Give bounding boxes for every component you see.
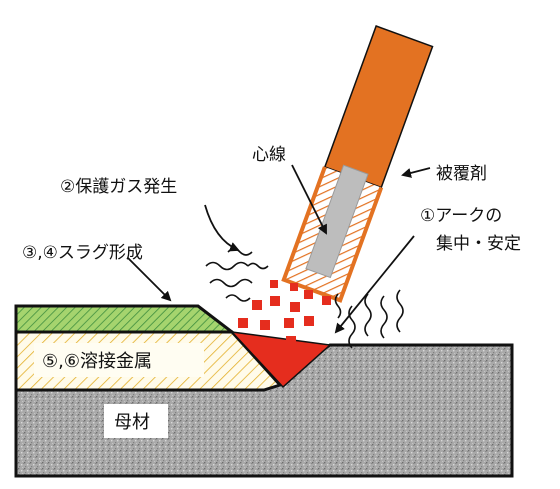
- arrow-shield-gas: [204, 204, 240, 252]
- slag-layer: [14, 304, 237, 334]
- droplet: [270, 296, 280, 306]
- arrow-slag: [127, 257, 172, 302]
- arrow-coating: [401, 167, 431, 178]
- arrow-core-wire: [291, 164, 327, 235]
- weld-metal-label-bg: [34, 343, 204, 377]
- label-weld-metal: ⑤,⑥溶接金属: [42, 351, 152, 372]
- electrode-coating: [323, 25, 434, 189]
- droplet: [252, 300, 262, 310]
- droplet: [322, 296, 331, 305]
- droplet: [290, 283, 298, 291]
- droplet: [290, 302, 300, 312]
- base-metal-label-bg: [104, 404, 168, 438]
- arrow-icon: [127, 164, 431, 334]
- droplet: [270, 280, 278, 288]
- droplet: [286, 336, 296, 346]
- gas-wave-icon: [205, 248, 269, 302]
- label-slag: ③,④スラグ形成: [22, 243, 143, 263]
- core-wire: [305, 164, 369, 279]
- electrode: [281, 25, 434, 303]
- droplet: [238, 318, 248, 328]
- arrow-arc: [334, 235, 415, 334]
- droplet: [260, 320, 270, 330]
- droplet: [304, 290, 313, 299]
- droplet: [304, 316, 314, 326]
- label-shield-gas: ②保護ガス発生: [60, 177, 177, 197]
- label-core-wire: 心線: [252, 145, 286, 165]
- label-coating: 被覆剤: [436, 164, 487, 184]
- molten-pool: [230, 330, 332, 389]
- label-arc-line2: 集中・安定: [436, 234, 521, 254]
- label-arc-line1: ①アークの: [420, 206, 502, 226]
- arc-droplets: [238, 280, 331, 346]
- label-base-metal: 母材: [114, 412, 150, 433]
- droplet: [284, 318, 294, 328]
- gas-wave-icon: [334, 289, 404, 349]
